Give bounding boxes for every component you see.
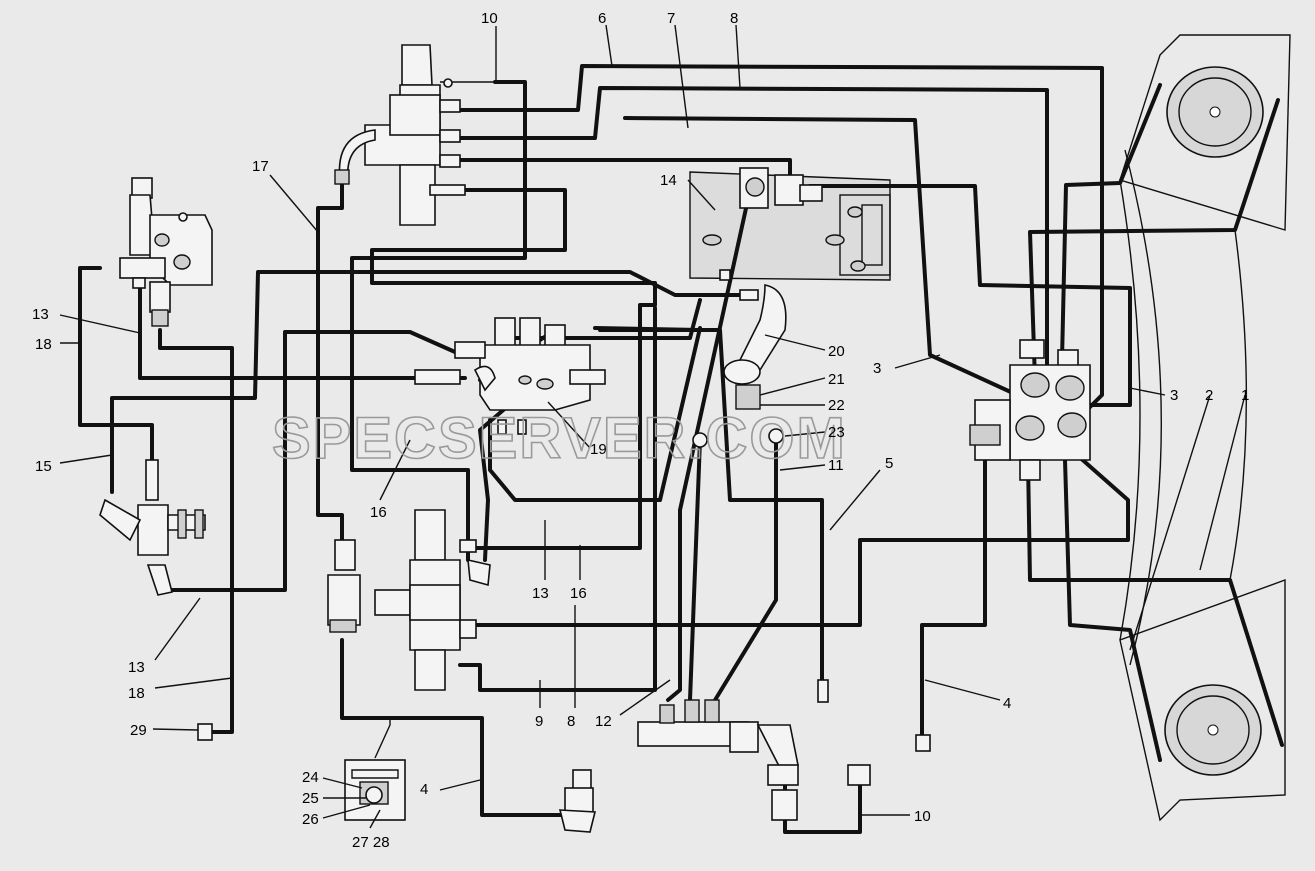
line-17 (316, 183, 344, 562)
top-valve-assembly (334, 44, 466, 226)
callout-14: 14 (660, 172, 677, 189)
callout-4b: 4 (420, 781, 428, 798)
line-5b (598, 328, 824, 682)
line-6 (438, 64, 1104, 414)
line-11 (710, 438, 778, 707)
callout-21: 21 (828, 371, 845, 388)
wheel-hub-top (1166, 66, 1264, 158)
callout-2: 2 (1205, 387, 1213, 404)
wheel-hub-bottom (1164, 684, 1262, 776)
bottom-manifold (637, 679, 931, 821)
callout-7: 7 (667, 10, 675, 27)
axle-frame (1119, 34, 1291, 822)
line-11b (688, 438, 702, 702)
callout-1: 1 (1241, 387, 1249, 404)
leader-lines (59, 24, 1246, 829)
line-4a (920, 453, 987, 740)
line-3 (623, 116, 1052, 412)
callout-13a: 13 (32, 306, 49, 323)
callout-13c: 13 (128, 659, 145, 676)
callout-16b: 16 (570, 585, 587, 602)
line-2b (1060, 83, 1162, 362)
callout-25: 25 (302, 790, 319, 807)
callout-8a: 8 (730, 10, 738, 27)
watermark-text: SPECSERVER.COM (272, 406, 847, 471)
line-10 (350, 80, 527, 542)
sensors (197, 428, 784, 741)
callout-5: 5 (885, 455, 893, 472)
callout-4a: 4 (1003, 695, 1011, 712)
callout-8b: 8 (567, 713, 575, 730)
hose-assembly (719, 167, 823, 410)
callout-9: 9 (535, 713, 543, 730)
callout-22: 22 (828, 397, 845, 414)
line-16 (370, 188, 657, 562)
callout-17: 17 (252, 158, 269, 175)
line-4 (340, 638, 572, 817)
line-top-right (808, 184, 1132, 407)
callout-12: 12 (595, 713, 612, 730)
detail-inset (344, 720, 406, 821)
callout-16a: 16 (370, 504, 387, 521)
left-relay-valve (99, 459, 206, 596)
line-13 (138, 266, 467, 380)
callout-18b: 18 (128, 685, 145, 702)
callout-13b: 13 (532, 585, 549, 602)
callout-11: 11 (828, 457, 844, 474)
bottom-valve (558, 769, 597, 833)
callout-labels: 1 2 3 3 4 4 5 6 7 8 8 9 10 10 11 12 13 1… (32, 10, 1249, 851)
callout-10a: 10 (481, 10, 498, 27)
line-20b (666, 188, 752, 702)
callout-6: 6 (598, 10, 606, 27)
callout-29: 29 (130, 722, 147, 739)
callout-10b: 10 (914, 808, 931, 825)
callout-20: 20 (828, 343, 845, 360)
callout-18a: 18 (35, 336, 52, 353)
left-upper-valve (119, 177, 213, 327)
right-relay-valves (969, 339, 1091, 481)
line-13c (158, 330, 457, 592)
line-9 (458, 306, 657, 692)
center-valve-block (414, 317, 606, 435)
line-13b (78, 266, 154, 462)
callout-15: 15 (35, 458, 52, 475)
line-18 (158, 328, 234, 734)
bottom-valve-assembly (327, 509, 491, 691)
line-5 (473, 438, 1130, 627)
line-2 (1028, 98, 1280, 382)
callout-3a: 3 (873, 360, 881, 377)
callout-26: 26 (302, 811, 319, 828)
line-15 (110, 270, 757, 494)
line-1 (1026, 458, 1284, 747)
callout-23: 23 (828, 424, 845, 441)
callout-3b: 3 (1170, 387, 1178, 404)
line-8 (438, 86, 1049, 374)
callout-27-28: 27 28 (352, 834, 390, 851)
callout-24: 24 (302, 769, 319, 786)
callout-19: 19 (590, 441, 607, 458)
line-1b (1063, 458, 1162, 762)
